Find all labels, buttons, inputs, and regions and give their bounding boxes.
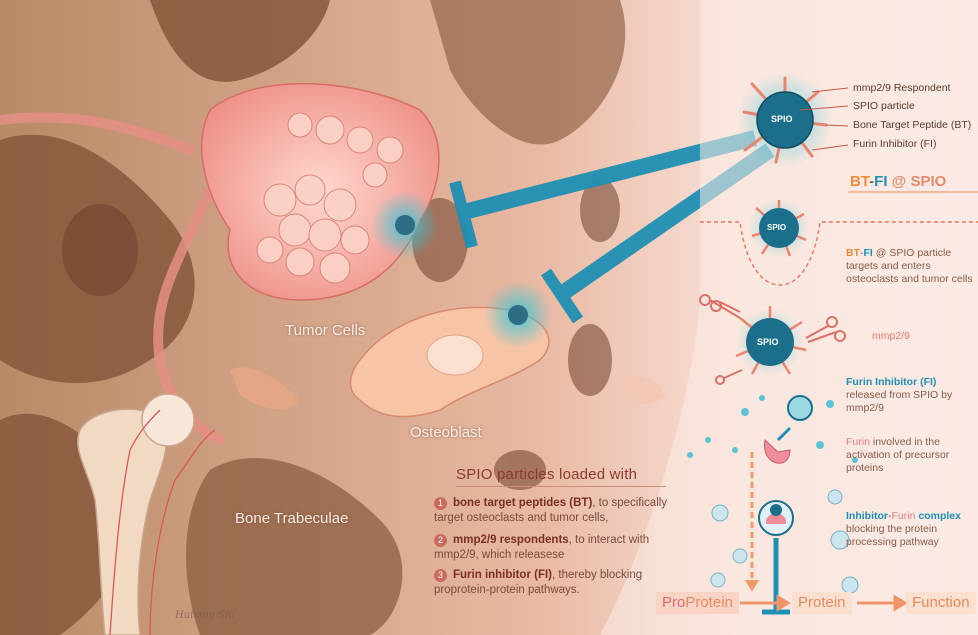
legend-number-3: 3 (434, 569, 447, 582)
step-targets-text: BT-FI @ SPIO particle targets and enters… (846, 247, 976, 286)
step-release-text: Furin Inhibitor (FI)released from SPIO b… (846, 376, 976, 415)
title-fi: FI (874, 173, 887, 190)
released-inhibitor (788, 396, 812, 420)
flow-pro: Pro (662, 594, 685, 611)
title-rest: @ SPIO (888, 173, 947, 190)
legend-title: SPIO particles loaded with (456, 466, 637, 483)
legend-divider (456, 486, 666, 487)
bt-fi-spio-title: BT-FI @ SPIO (850, 173, 946, 190)
callout-bone-target-peptide: Bone Target Peptide (BT) (853, 119, 971, 131)
legend-item-3-bold: Furin inhibitor (FI) (453, 569, 552, 581)
step-complex-furin: Furin (892, 510, 916, 522)
step-complex-complex: complex (915, 510, 961, 522)
step-complex-rest: blocking the protein processing pathway (846, 523, 939, 548)
artist-signature: Huixing Shi (175, 610, 235, 621)
osteoblast-label: Osteoblast (410, 424, 482, 441)
callout-furin-inhibitor: Furin Inhibitor (FI) (853, 138, 936, 150)
legend-number-1: 1 (434, 497, 447, 510)
spio-on-osteoblast (484, 281, 552, 349)
step-release-fi: Furin Inhibitor (FI) (846, 376, 936, 388)
complex-icon (759, 501, 793, 535)
title-bt: BT (850, 173, 869, 190)
flow-protein-1: Protein (685, 594, 733, 611)
proprotein-box: ProProtein (656, 592, 739, 614)
spio-particle-text: SPIO (771, 114, 793, 124)
callout-mmp-respondent: mmp2/9 Respondent (853, 82, 950, 94)
callout-spio-particle: SPIO particle (853, 100, 915, 112)
step-complex-inhibitor: Inhibitor (846, 510, 888, 522)
spio-on-tumor (371, 191, 439, 259)
spio-particle-text-3: SPIO (757, 337, 779, 347)
legend-number-2: 2 (434, 534, 447, 547)
step-targets-fi: FI (864, 247, 873, 259)
spio-particle-text-2: SPIO (767, 223, 786, 232)
step-targets-bt: BT (846, 247, 860, 259)
tumor-cells-label: Tumor Cells (285, 322, 365, 339)
step-furin-name: Furin (846, 436, 870, 448)
step-furin-text: Furin involved in the activation of prec… (846, 436, 976, 475)
mmp-label: mmp2/9 (872, 330, 910, 342)
legend-item-2-bold: mmp2/9 respondents (453, 534, 569, 546)
function-box: Function (906, 592, 976, 614)
bone-trabeculae-label: Bone Trabeculae (235, 510, 348, 527)
legend-item-1-bold: bone target peptides (BT) (453, 497, 592, 509)
protein-box: Protein (792, 592, 852, 614)
step-release-rest: released from SPIO by mmp2/9 (846, 389, 952, 414)
